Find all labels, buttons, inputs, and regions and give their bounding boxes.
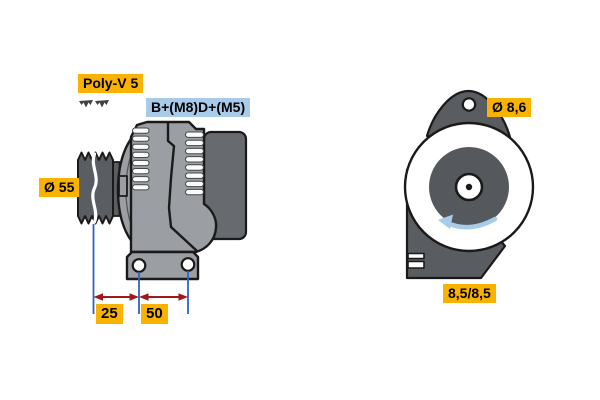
foot-hole-rear [180, 257, 196, 272]
pulley-break-line [91, 152, 98, 224]
housing-seam [166, 123, 198, 252]
mounting-foot [125, 250, 200, 281]
pulley-diameter-label: Ø 55 [39, 178, 80, 197]
vent-slots-right [185, 131, 204, 196]
bracket-slots [407, 252, 425, 269]
shaft-nut [118, 175, 128, 197]
dimension-50-label: 50 [141, 304, 168, 324]
belt-profile-icon [79, 100, 109, 108]
terminals-label: B+(M8)D+(M5) [146, 98, 251, 117]
dimension-arrows [93, 293, 188, 301]
rotation-arrow-icon [438, 214, 498, 230]
lug-hole-diameter-label: Ø 8,6 [487, 98, 532, 117]
foot-hole-front [131, 258, 147, 273]
lug-hole [461, 97, 477, 112]
alternator-rear-view [403, 89, 535, 280]
mount-hole-sizes-label: 8,5/8,5 [443, 284, 496, 303]
pulley-side [77, 151, 121, 225]
alternator-side-view [77, 120, 248, 281]
main-body [129, 120, 218, 254]
shaft-center-dot [465, 183, 473, 191]
extension-lines [92, 224, 189, 314]
dimension-lines [92, 224, 189, 314]
dimension-25-label: 25 [96, 304, 123, 324]
vent-slots-left [132, 127, 150, 191]
belt-type-label: Poly-V 5 [78, 74, 144, 93]
